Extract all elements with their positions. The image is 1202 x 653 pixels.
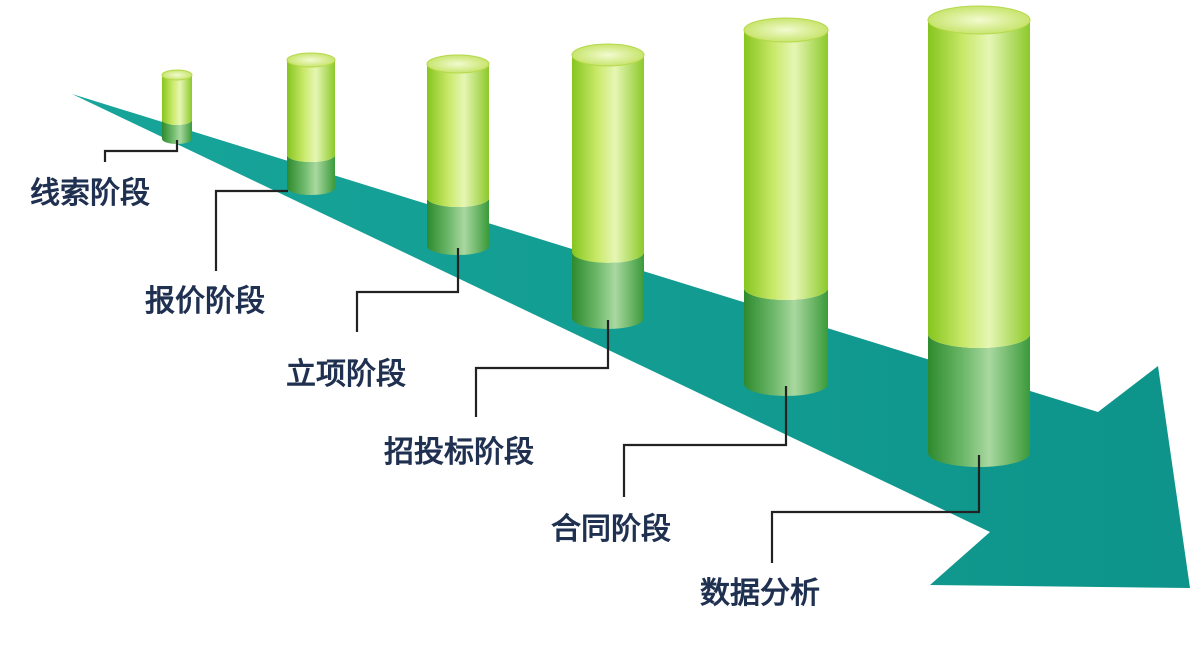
leader-line-clue: [103, 140, 179, 162]
leader-line-quote: [214, 189, 288, 271]
cylinder-contract-upper: [744, 30, 828, 300]
cylinder-contract-lower: [744, 288, 828, 396]
cylinder-quote-upper: [287, 60, 335, 162]
cylinder-project-upper: [427, 64, 489, 207]
cylinder-clue-upper: [162, 75, 192, 125]
cylinder-analysis-lower: [928, 334, 1030, 467]
leader-line-analysis: [770, 455, 981, 563]
cylinder-quote: [286, 52, 336, 195]
cylinder-project-cap: [426, 54, 490, 74]
cylinder-quote-cap: [286, 52, 336, 68]
cylinder-contract: [743, 17, 829, 396]
leader-line-bidding: [474, 320, 610, 417]
cylinder-clue: [161, 69, 193, 144]
cylinder-clue-cap: [161, 69, 193, 81]
cylinder-analysis-cap: [927, 5, 1031, 35]
cylinder-analysis: [927, 5, 1031, 467]
leader-line-project: [355, 248, 460, 332]
stage-label-clue: 线索阶段: [30, 176, 150, 211]
leader-line-contract: [622, 386, 788, 497]
cylinder-bidding-lower: [572, 252, 644, 329]
leader-lines: [103, 140, 981, 563]
cylinder-clue-lower: [162, 120, 192, 144]
cylinder-bidding-cap: [571, 43, 645, 67]
cylinder-bidding: [571, 43, 645, 329]
flow-arrow: [72, 94, 1190, 588]
cylinder-project-lower: [427, 198, 489, 255]
cylinder-quote-lower: [287, 155, 335, 195]
stage-labels: 线索阶段 报价阶段 立项阶段 招投标阶段 合同阶段 数据分析: [30, 176, 820, 611]
stage-label-analysis: 数据分析: [700, 576, 820, 611]
stage-label-quote: 报价阶段: [145, 284, 265, 319]
cylinder-contract-cap: [743, 17, 829, 43]
stage-cylinders: [161, 5, 1031, 467]
stage-label-project: 立项阶段: [286, 357, 406, 392]
stage-label-bidding: 招投标阶段: [384, 435, 534, 470]
cylinder-bidding-upper: [572, 55, 644, 263]
cylinder-analysis-upper: [928, 20, 1030, 348]
stage-label-contract: 合同阶段: [551, 512, 671, 547]
cylinder-project: [426, 54, 490, 255]
